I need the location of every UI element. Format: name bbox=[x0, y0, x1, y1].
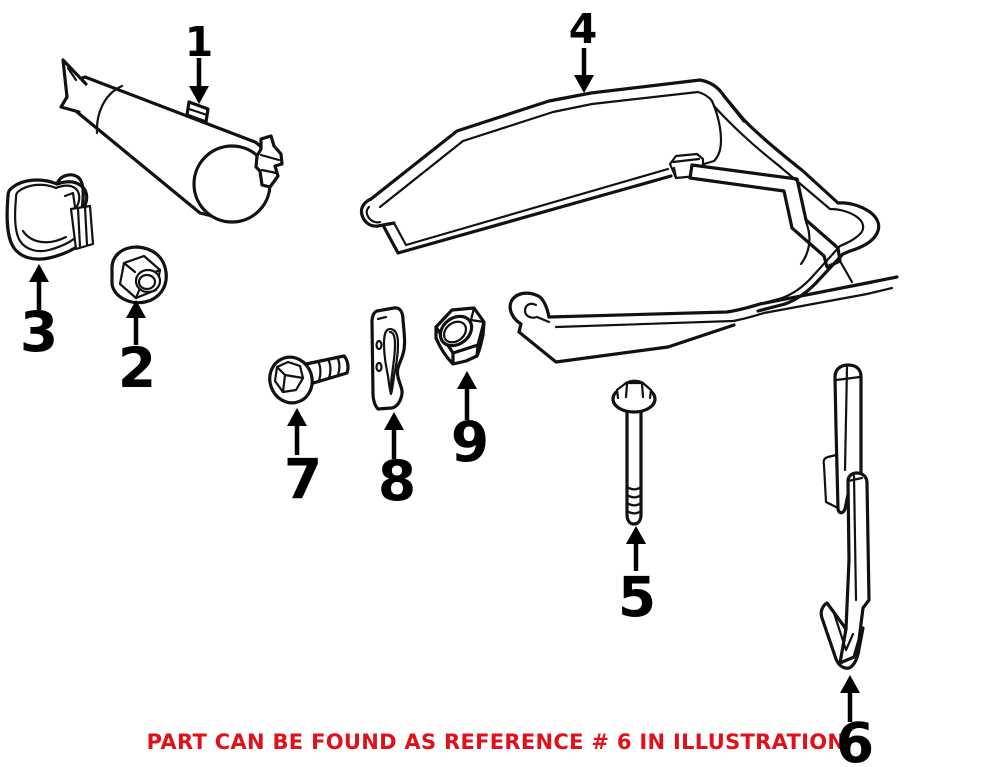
panel-wing-bottom-lip bbox=[382, 174, 673, 255]
part-6-strap-bracket bbox=[819, 363, 871, 670]
part-8-bracket bbox=[370, 306, 407, 411]
callout-4: 4 bbox=[569, 5, 598, 93]
panel-bowl-outer bbox=[722, 94, 881, 313]
callout-8: 8 bbox=[378, 412, 416, 513]
callout-2-number: 2 bbox=[118, 336, 156, 400]
panel-hump-lines bbox=[799, 220, 854, 284]
callout-5-number: 5 bbox=[618, 565, 656, 629]
canister-side-fitting bbox=[254, 134, 284, 189]
callout-2: 2 bbox=[118, 300, 156, 400]
canister-seam bbox=[95, 84, 124, 135]
part-3-retaining-ring bbox=[5, 173, 95, 261]
nut2-hole-inner bbox=[137, 273, 157, 291]
ring-tab bbox=[69, 204, 95, 251]
panel-left-fold bbox=[359, 197, 396, 228]
bracket8-hole-lower bbox=[375, 361, 383, 373]
nut9-sides bbox=[434, 321, 486, 366]
callout-9-number: 9 bbox=[451, 410, 489, 474]
panel-wing-bottom-edge bbox=[392, 167, 670, 247]
callout-4-arrowhead bbox=[574, 75, 594, 93]
callout-4-number: 4 bbox=[569, 5, 598, 53]
panel-rail-mid bbox=[554, 286, 894, 329]
bracket8-slot-inner bbox=[388, 330, 397, 392]
bolt5-shank bbox=[625, 408, 643, 526]
part-4-shield-panel bbox=[359, 78, 899, 364]
callout-7: 7 bbox=[284, 408, 322, 511]
callout-7-number: 7 bbox=[284, 447, 322, 511]
strap6-left-tab bbox=[822, 453, 838, 509]
callout-1: 1 bbox=[185, 18, 214, 104]
callout-3-number: 3 bbox=[20, 300, 58, 364]
callout-3-arrowhead bbox=[29, 264, 49, 282]
strap6-hook bbox=[819, 601, 865, 670]
panel-rail-top bbox=[547, 275, 899, 319]
callout-2-arrowhead bbox=[126, 300, 146, 318]
bolt7-ribs bbox=[316, 355, 341, 383]
panel-bowl-inner bbox=[712, 104, 865, 306]
callout-1-arrowhead bbox=[189, 86, 209, 104]
part-9-hex-nut bbox=[434, 306, 486, 366]
canister-fin-detail bbox=[66, 66, 78, 82]
ring-thickness bbox=[21, 229, 68, 244]
bolt5-hex bbox=[615, 381, 653, 400]
bolt7-hex bbox=[273, 360, 305, 394]
bolt7-shank bbox=[304, 354, 350, 386]
part-2-flange-nut bbox=[110, 245, 168, 305]
ring-loop bbox=[55, 173, 85, 212]
panel-rail-bottom bbox=[517, 323, 736, 364]
part-5-bolt bbox=[611, 379, 657, 526]
panel-left-wall bbox=[702, 99, 723, 166]
canister-fitting-lines bbox=[259, 153, 281, 175]
panel-left-fold-inner bbox=[365, 205, 382, 224]
bolt7-hex-facets bbox=[275, 365, 305, 394]
bracket8-hole-upper bbox=[375, 339, 383, 351]
reference-note: PART CAN BE FOUND AS REFERENCE # 6 IN IL… bbox=[146, 730, 846, 754]
canister-bracket-fins bbox=[59, 58, 88, 114]
ring-tab-folds bbox=[76, 205, 89, 249]
panel-center-strap bbox=[688, 163, 842, 269]
callout-6-arrowhead bbox=[840, 675, 860, 693]
bolt5-hex-facets bbox=[624, 379, 645, 399]
nut9-hole-inner bbox=[442, 320, 468, 344]
strap6-back-lines bbox=[834, 365, 862, 472]
callout-5-arrowhead bbox=[626, 526, 646, 544]
bracket8-tick bbox=[376, 315, 388, 321]
callout-7-arrowhead bbox=[287, 408, 307, 426]
callout-6-number: 6 bbox=[836, 711, 874, 767]
callout-8-arrowhead bbox=[384, 412, 404, 430]
callout-3: 3 bbox=[20, 264, 58, 364]
bolt5-threads bbox=[625, 485, 643, 515]
panel-rail-hook-inner bbox=[523, 302, 551, 324]
canister-port-line bbox=[187, 107, 209, 117]
part-7-flange-bolt bbox=[268, 354, 350, 405]
panel-wing-top-inner bbox=[378, 90, 714, 209]
callout-9: 9 bbox=[451, 371, 489, 474]
callout-5: 5 bbox=[618, 526, 656, 629]
nut9-facet bbox=[469, 306, 486, 324]
callout-9-arrowhead bbox=[457, 371, 477, 389]
callout-6: 6 bbox=[836, 675, 874, 767]
strap6-hook-inner bbox=[831, 608, 855, 652]
bracket8-plate bbox=[370, 306, 407, 411]
bracket8-slot bbox=[382, 327, 400, 396]
ring-tab-step bbox=[63, 191, 77, 209]
part-1-canister bbox=[59, 58, 284, 224]
panel-wing-top-edge bbox=[369, 78, 746, 201]
callout-1-number: 1 bbox=[185, 18, 214, 66]
panel-clip-lines bbox=[671, 157, 701, 180]
strap6-front-lines bbox=[846, 474, 864, 602]
panel-rail-hook bbox=[508, 291, 551, 334]
callout-8-number: 8 bbox=[378, 449, 416, 513]
